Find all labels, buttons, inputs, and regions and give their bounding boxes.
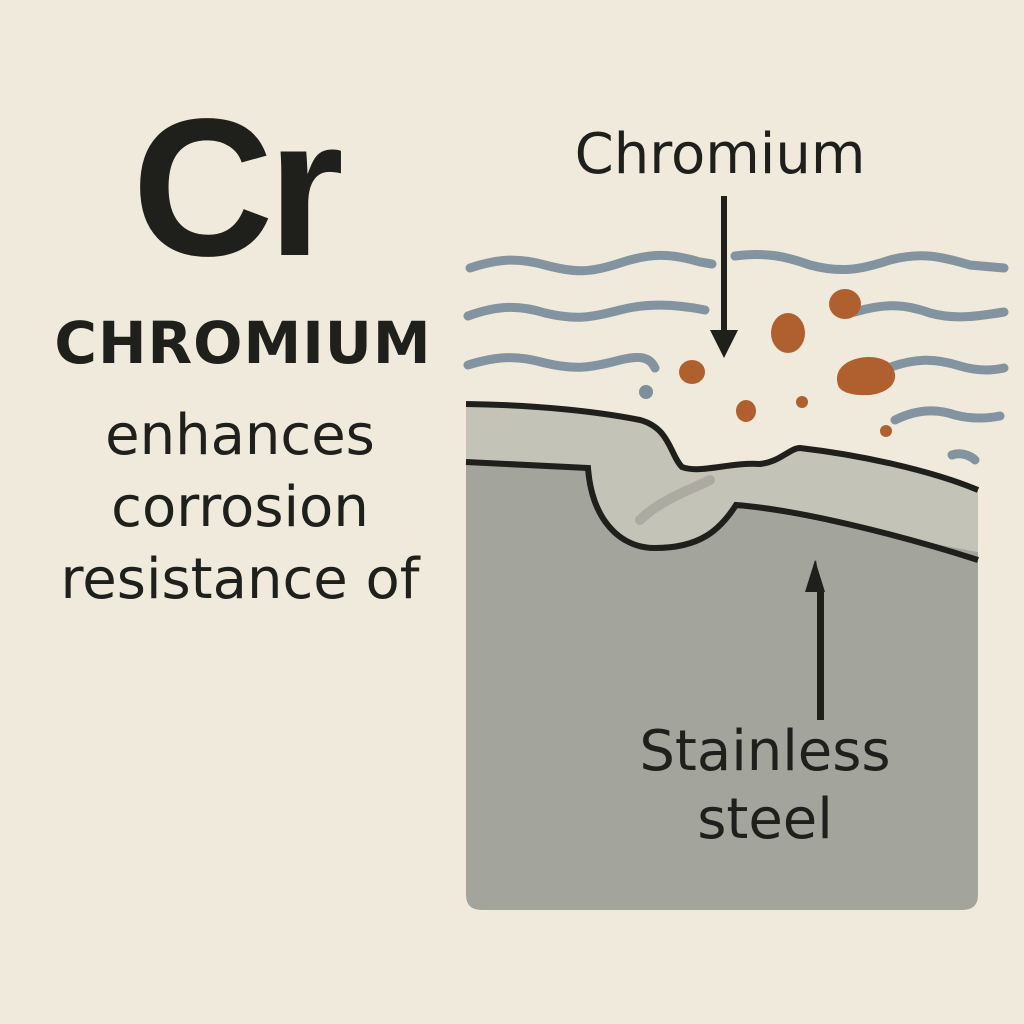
rust-particles: [679, 289, 896, 437]
chromium-label: Chromium: [574, 122, 866, 187]
oxide-surface-line: [465, 401, 980, 493]
description-line-1: enhances: [105, 403, 375, 468]
description-line-3: resistance of: [60, 547, 420, 612]
stainless-steel-label-line-1: Stainless: [639, 719, 891, 784]
water-waves: [463, 249, 1009, 465]
element-name: CHROMIUM: [54, 309, 432, 377]
chromium-arrow: [710, 196, 738, 358]
oxide-layer: [466, 404, 978, 552]
stainless-steel-label: Stainless steel: [600, 718, 930, 854]
pit-shadow: [635, 475, 715, 525]
steel-boundary-line: [465, 459, 979, 563]
steel-block: [466, 462, 978, 910]
stainless-steel-label-line-2: steel: [697, 787, 833, 852]
stainless-steel-arrow: [805, 560, 826, 720]
water-droplet: [639, 385, 653, 399]
element-symbol: Cr: [132, 78, 344, 297]
description: enhances corrosion resistance of: [0, 400, 480, 616]
description-line-2: corrosion: [111, 475, 369, 540]
